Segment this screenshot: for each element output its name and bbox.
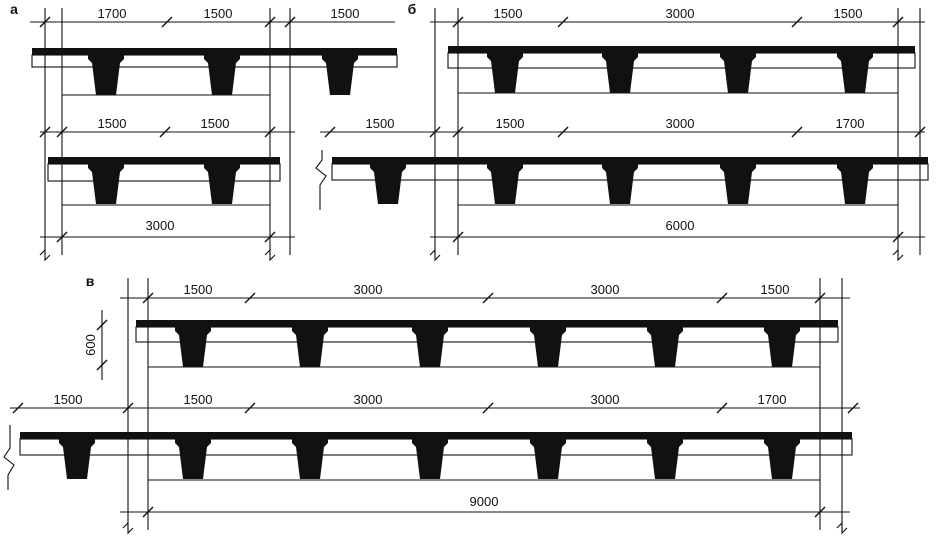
rib-shape	[764, 439, 800, 479]
dim-label: 1500	[761, 282, 790, 297]
break-mark	[315, 150, 327, 210]
rib-shape	[175, 327, 211, 367]
dim-label: 1500	[98, 116, 127, 131]
dim-label: 3000	[354, 392, 383, 407]
dim-label: 1500	[54, 392, 83, 407]
rib-shape	[412, 327, 448, 367]
break-mark	[892, 248, 904, 262]
rib-shape	[602, 53, 638, 93]
rib-shape	[370, 164, 406, 204]
panel-b: б 1500 3000 1500 1500 1500 3000 1700	[315, 1, 929, 262]
rib-shape	[204, 55, 240, 95]
rib-shape	[837, 164, 873, 204]
slab-outline	[135, 326, 839, 343]
panel-a-label: а	[10, 1, 18, 17]
dim-label: 3000	[666, 6, 695, 21]
slab-deck	[48, 157, 280, 164]
rib-shape	[530, 327, 566, 367]
slab-deck	[136, 320, 838, 327]
rib-shape	[322, 55, 358, 95]
rib-shape	[292, 439, 328, 479]
span-label: 3000	[146, 218, 175, 233]
height-dim-label: 600	[83, 334, 98, 356]
rib-shape	[647, 439, 683, 479]
slab-outline	[447, 52, 916, 69]
rib-shape	[88, 164, 124, 204]
break-mark	[429, 248, 441, 262]
rib-shape	[647, 327, 683, 367]
rib-shape	[487, 164, 523, 204]
dim-label: 1500	[834, 6, 863, 21]
span-label: 6000	[666, 218, 695, 233]
rib-shape	[720, 53, 756, 93]
break-mark	[122, 521, 134, 535]
rib-shape	[175, 439, 211, 479]
rib-shape	[59, 439, 95, 479]
dim-label: 1700	[758, 392, 787, 407]
rib-shape	[88, 55, 124, 95]
dim-label: 1500	[201, 116, 230, 131]
break-mark	[836, 521, 848, 535]
slab-outline	[47, 163, 281, 182]
panel-a: а 1700 1500 1500 1500 1500	[10, 1, 398, 262]
rib-shape	[487, 53, 523, 93]
break-mark	[39, 248, 51, 262]
panel-c-label: в	[86, 273, 95, 289]
rib-shape	[764, 327, 800, 367]
rib-shape	[412, 439, 448, 479]
dim-label: 3000	[591, 392, 620, 407]
slab-deck	[32, 48, 397, 55]
rib-shape	[292, 327, 328, 367]
rib-shape	[530, 439, 566, 479]
slab-deck	[20, 432, 852, 439]
rib-shape	[837, 53, 873, 93]
rib-shape	[204, 164, 240, 204]
dim-label: 1500	[331, 6, 360, 21]
dim-label: 1500	[184, 282, 213, 297]
dim-label: 3000	[354, 282, 383, 297]
dim-label: 1500	[184, 392, 213, 407]
dim-label: 1700	[836, 116, 865, 131]
dim-label: 1500	[496, 116, 525, 131]
panel-c: в 600 1500 3000 3000 1500	[3, 273, 860, 535]
break-mark	[3, 425, 15, 490]
dim-label: 3000	[666, 116, 695, 131]
dim-label: 1500	[494, 6, 523, 21]
slab-deck	[332, 157, 928, 164]
break-mark	[264, 248, 276, 262]
rib-shape	[602, 164, 638, 204]
dim-label: 1700	[98, 6, 127, 21]
dim-label: 3000	[591, 282, 620, 297]
slab-deck	[448, 46, 915, 53]
panel-b-label: б	[408, 1, 417, 17]
rib-shape	[720, 164, 756, 204]
dim-label: 1500	[366, 116, 395, 131]
dim-label: 1500	[204, 6, 233, 21]
span-label: 9000	[470, 494, 499, 509]
